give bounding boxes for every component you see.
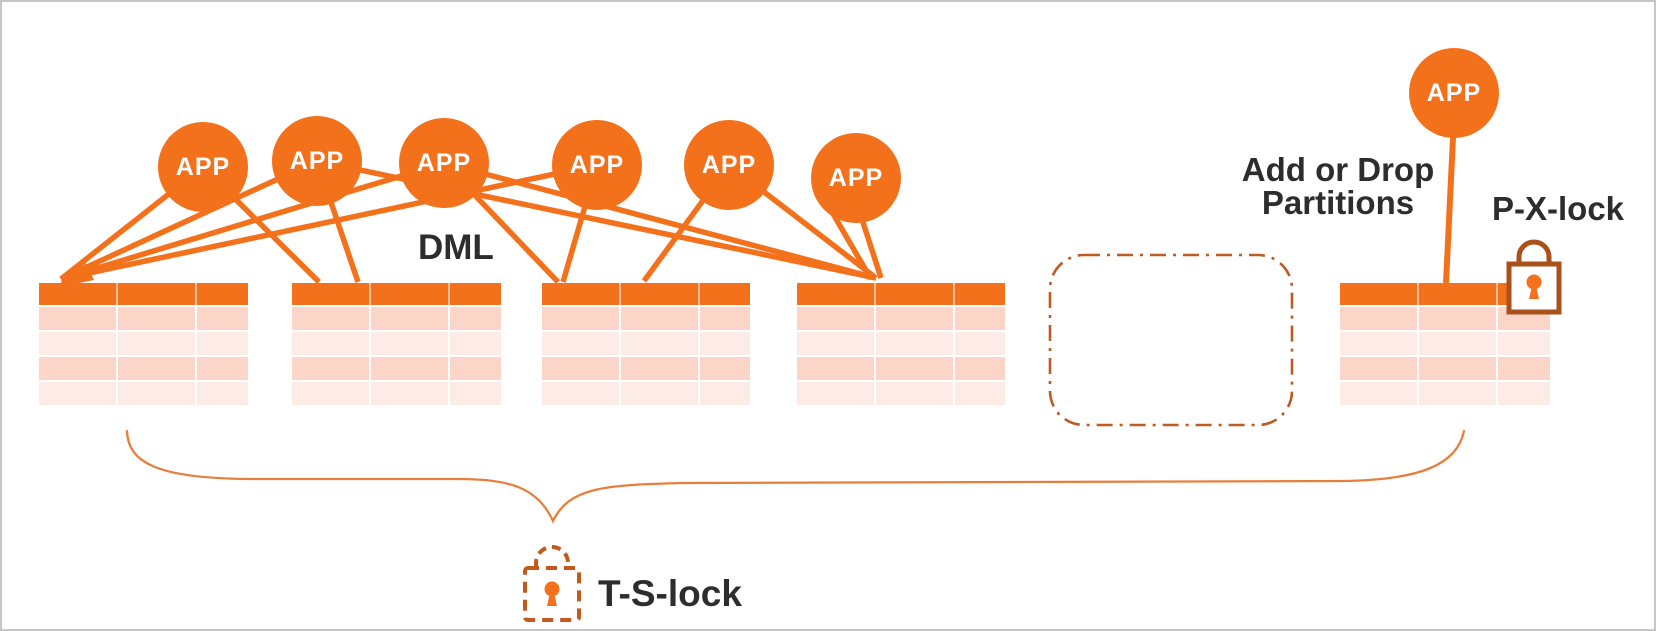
connector-line	[858, 215, 884, 279]
table-header-row	[292, 283, 501, 305]
table-row	[542, 357, 750, 380]
partition-table-locked	[1340, 283, 1550, 405]
app-node-7: APP	[1409, 48, 1499, 138]
partition-table-2	[292, 283, 501, 405]
connector-line	[443, 160, 877, 281]
app-node-label: APP	[175, 152, 231, 181]
p-x-lock-label: P-X-lock	[1492, 190, 1625, 227]
app-node-label: APP	[828, 163, 884, 192]
app-node-label: APP	[416, 148, 472, 177]
app-node-label: APP	[289, 146, 345, 175]
partition-table-3	[542, 283, 750, 405]
table-row	[292, 357, 501, 380]
table-row	[1340, 332, 1550, 355]
connector-line	[1443, 116, 1457, 284]
app-node-3: APP	[399, 118, 489, 208]
app-node-2: APP	[272, 116, 362, 206]
app-node-4: APP	[552, 120, 642, 210]
add-or-drop-partitions-label: Add or Drop Partitions	[1235, 153, 1441, 219]
connector-line	[59, 158, 319, 282]
app-node-label: APP	[701, 150, 757, 179]
table-row	[542, 332, 750, 355]
table-row	[292, 332, 501, 355]
app-node-label: APP	[1426, 78, 1482, 107]
table-row	[797, 307, 1005, 330]
add-or-drop-line1: Add or Drop	[1241, 151, 1435, 188]
table-row	[797, 382, 1005, 405]
connector-line	[829, 210, 874, 281]
table-row	[1340, 357, 1550, 380]
table-header-row	[1340, 283, 1550, 305]
app-node-6: APP	[811, 133, 901, 223]
table-row	[1340, 307, 1550, 330]
connector-line	[60, 162, 598, 282]
connector-line	[60, 160, 445, 282]
app-node-1: APP	[158, 122, 248, 212]
table-row	[39, 307, 248, 330]
ts-padlock-icon	[523, 545, 581, 622]
table-row	[797, 332, 1005, 355]
table-row	[542, 382, 750, 405]
px-padlock-icon	[1506, 239, 1562, 315]
curly-brace	[125, 429, 1466, 524]
arrowhead	[54, 263, 94, 288]
table-header-row	[39, 283, 248, 305]
table-header-row	[542, 283, 750, 305]
table-row	[542, 307, 750, 330]
app-node-label: APP	[569, 150, 625, 179]
dml-label: DML	[418, 228, 494, 267]
table-row	[292, 382, 501, 405]
table-row	[1340, 382, 1550, 405]
table-row	[292, 307, 501, 330]
table-row	[797, 357, 1005, 380]
partition-table-4	[797, 283, 1005, 405]
table-header-row	[797, 283, 1005, 305]
partition-table-1	[39, 283, 248, 405]
table-row	[39, 332, 248, 355]
placeholder-partition-box	[1048, 253, 1294, 427]
table-row	[39, 357, 248, 380]
table-row	[39, 382, 248, 405]
add-or-drop-line2: Partitions	[1261, 184, 1415, 221]
t-s-lock-label: T-S-lock	[598, 573, 742, 614]
app-node-5: APP	[684, 120, 774, 210]
